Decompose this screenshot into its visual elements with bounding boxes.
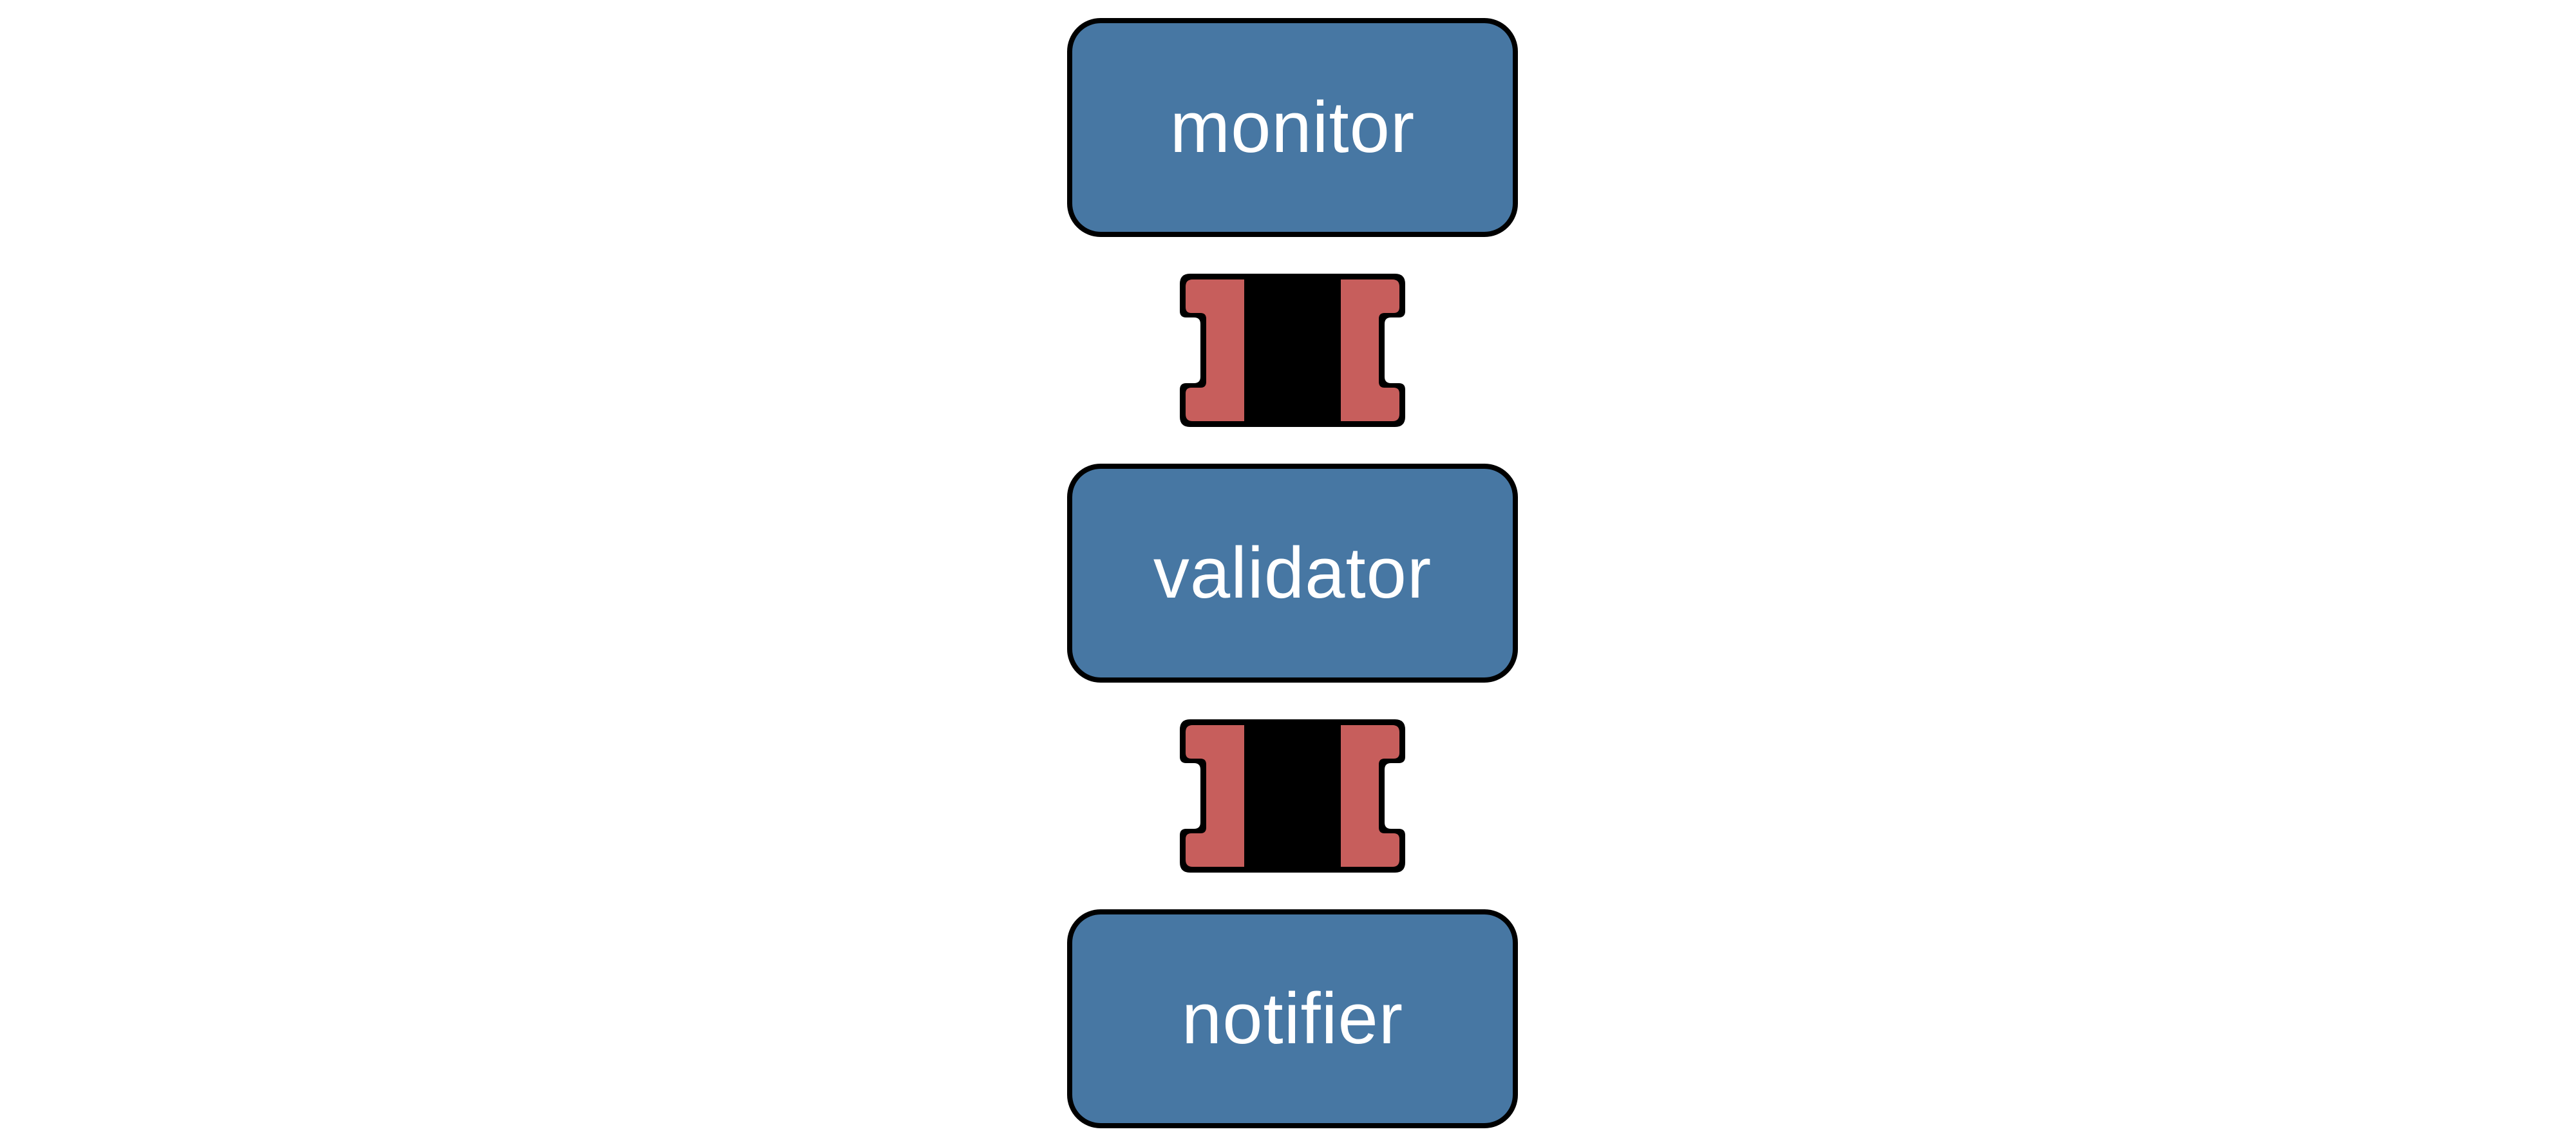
node-validator: validator <box>1067 464 1518 683</box>
assembly-connector-icon <box>1180 719 1405 873</box>
component-stack: monitor validator notifier <box>1067 18 1518 1128</box>
node-monitor-label: monitor <box>1170 87 1416 167</box>
node-monitor: monitor <box>1067 18 1518 237</box>
node-notifier-label: notifier <box>1181 978 1404 1059</box>
node-validator-label: validator <box>1153 533 1432 613</box>
assembly-connector-icon <box>1180 274 1405 427</box>
node-notifier: notifier <box>1067 909 1518 1128</box>
